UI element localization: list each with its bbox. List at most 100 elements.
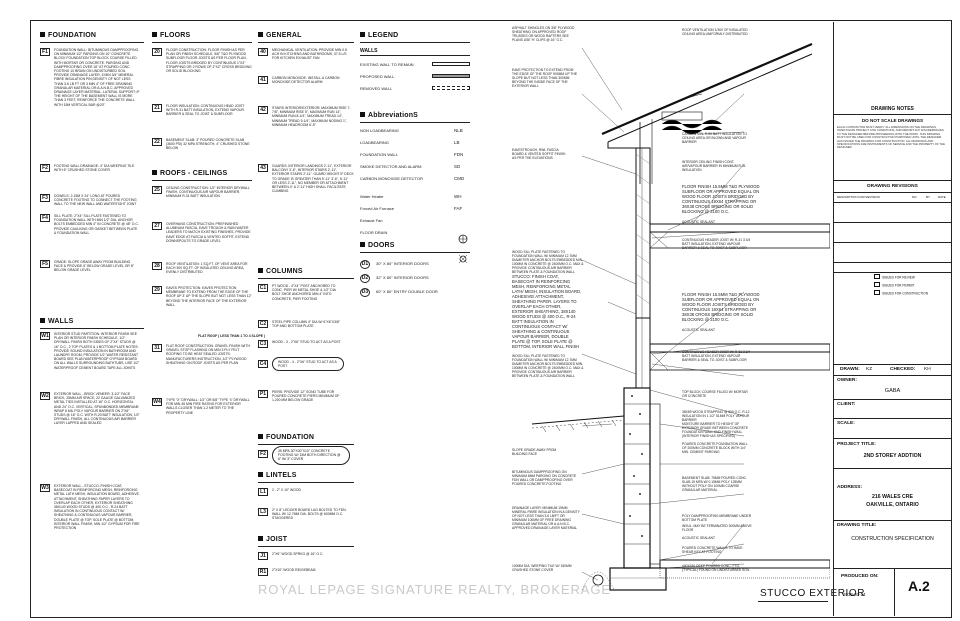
- lintel-tag: L3: [258, 508, 268, 516]
- joist-tag: J1: [258, 552, 268, 560]
- spec-tag: W1: [40, 332, 50, 340]
- section-underline: [152, 180, 252, 181]
- address-line-1: 216 WALES CRE: [872, 494, 913, 500]
- foundation-text: 35 mpa 30"X30"X10" CONCRETE FOOTING W/ 1…: [272, 446, 350, 465]
- column-text: WOOD - 4 - 2"X6" STUD TO ACT AS A POST: [272, 357, 344, 372]
- abbreviation-key: Exhaust Fan: [360, 218, 383, 223]
- callout-right: ACOUSTIC SEALANT: [682, 536, 715, 540]
- callout-right: 400X150 DEEP POURED CONC. FTG. (TYPICAL)…: [682, 564, 750, 572]
- spec-tag: W3: [40, 484, 50, 492]
- spec-tag: W4: [152, 398, 162, 406]
- tb-divider: [834, 202, 951, 203]
- legend-walls-underline: [360, 55, 470, 56]
- issued-for-permit-checkbox[interactable]: ISSUED FOR PERMIT: [874, 282, 914, 288]
- door-tag: D3: [360, 288, 370, 297]
- footing: [581, 567, 667, 591]
- tb-divider: [834, 242, 951, 243]
- callout-right: FLOOR FINISH 15.5mm T&G PLYWOOD SUBFLOOR…: [682, 292, 760, 322]
- column-tag: C2: [258, 320, 268, 328]
- abbreviation-key: CARBON MONOXIDE DETECTOR: [360, 176, 424, 181]
- joist-tag: R1: [258, 568, 268, 576]
- section-general: GENERAL: [258, 32, 302, 39]
- section-columns: COLUMNS: [258, 268, 303, 275]
- spec-text: STAIRS INTERIOR/EXTERIOR: MAXIMUM RISE 7…: [272, 106, 351, 127]
- tb-divider: [834, 272, 951, 273]
- column-tag: C3: [258, 340, 268, 348]
- section-underline: [258, 42, 354, 43]
- column-text: PIERS: PROVIDE 12" SONO TUBE FOR POURED …: [272, 390, 340, 403]
- spec-text: GRADE: SLOPE GRADE AWAY FROM BUILDING FA…: [54, 260, 134, 273]
- lintel-text: 2 - 2" x 10" WOOD: [272, 488, 301, 492]
- spec-tag: 20: [152, 48, 162, 56]
- callout-right: BASEMENT SLAB: 75mm POURED CONC. SLAB 15…: [682, 476, 747, 492]
- column-tag: C4: [258, 360, 268, 368]
- section-underline: [40, 328, 144, 329]
- drawing-notes-text: EACH CONTRACTOR MUST VERIFY ALL DIMENSIO…: [837, 125, 946, 150]
- spec-tag: 22: [152, 138, 162, 146]
- title-block: DRAWING NOTES DO NOT SCALE DRAWINGS EACH…: [833, 22, 951, 616]
- owner-label: OWNER:: [837, 378, 857, 383]
- revision-header-cell: DATE: [938, 195, 946, 199]
- door-text: 30" X 80" INTERIOR DOORS: [376, 261, 429, 266]
- abbreviation-key: Forced Air Furnace: [360, 206, 395, 211]
- drawing-title-value: CONSTRUCTION SPECIFICATION: [851, 536, 934, 542]
- leader-lines: [581, 47, 745, 581]
- wall-section-drawing: ASPHALT SHINGLES ON 3/8" PLYWOOD SHEATHI…: [512, 24, 830, 614]
- section-underline: [360, 122, 470, 123]
- abbreviation-value: WH: [454, 194, 462, 199]
- section-abbreviations: AbbreviationS: [360, 112, 418, 119]
- column-tag: P1: [258, 390, 268, 398]
- callout-right: 38X89 WOOD STRAPPING @ 600 O.C. R-12 INS…: [682, 410, 750, 422]
- section-underline: [360, 252, 470, 253]
- address-line-2: OAKVILLE, ONTARIO: [866, 502, 919, 508]
- basement-slab: [659, 559, 830, 579]
- section-foundation: FOUNDATION: [40, 32, 96, 39]
- section-doors: DOORS: [360, 242, 395, 249]
- lintel-tag: L1: [258, 488, 268, 496]
- tb-divider: [834, 222, 951, 223]
- floor-drain-icon: [458, 254, 468, 264]
- callout-left: ASPHALT SHINGLES ON 3/8" PLYWOOD SHEATHI…: [512, 26, 575, 42]
- callout-right: CARBON MIN. R-50 BATT INSULATION TO CEIL…: [682, 132, 747, 144]
- revision-header-cell: DESCRIPTION FOR REVISION: [837, 195, 880, 199]
- callout-right: FLOOR FINISH 15.5mm T&G PLYWOOD SUBFLOOR…: [682, 184, 760, 214]
- door-tag: D1: [360, 260, 370, 269]
- abbreviation-value: NLB: [454, 128, 463, 133]
- spec-text: CEILING CONSTRUCTION: 1/2" INTERIOR DRYW…: [166, 186, 250, 199]
- do-not-scale: DO NOT SCALE DRAWINGS: [861, 118, 924, 123]
- column-tag: C1: [258, 284, 268, 292]
- section-roofs-ceilings: ROOFS - CEILINGS: [152, 170, 227, 177]
- tb-divider: [834, 468, 951, 469]
- legend-label: REMOVED WALL: [360, 86, 393, 91]
- section-underline: [360, 42, 470, 43]
- lintel-text: 2" x 8" LEDGER BOARD LAG BOLTED TO FDN. …: [272, 508, 347, 521]
- spec-text: DOWELS: 2-15M x 24" LONG AT POURED CONCR…: [54, 194, 137, 207]
- abbreviation-key: FOUNDATION WALL: [360, 152, 399, 157]
- abbreviation-key: Water Heater: [360, 194, 384, 199]
- abbreviation-value: LB: [454, 140, 460, 145]
- issued-for-construction-checkbox[interactable]: ISSUED FOR CONSTRUCTION: [874, 290, 928, 296]
- legend-label: EXISTING WALL TO REMAIN: [360, 62, 414, 67]
- spec-tag: 43: [258, 164, 268, 172]
- legend-swatch: [432, 86, 470, 90]
- callout-left: STUCCO: FINISH COAT, BASECOAT IN REINFOR…: [512, 274, 582, 349]
- drawing-revisions-title: DRAWING REVISIONS: [867, 184, 918, 189]
- abbreviation-value: CMD: [454, 176, 465, 181]
- section-underline: [40, 42, 144, 43]
- callout-left: SLOPE GRADE AWAY FROM BUILDING FACE: [512, 448, 557, 456]
- column-text: WOOD - 3 - 2"X6" STUD TO ACT AS A POST: [272, 340, 341, 344]
- section-underline: [258, 278, 354, 279]
- upper-floor: [649, 223, 830, 249]
- spec-tag: F4: [40, 214, 50, 222]
- spec-text: FLOOR CONSTRUCTION: FLOOR FINISH AS PER …: [166, 48, 252, 74]
- column-text: STEEL PIPE COLUMN 4" DIA W/ 6"X6"X3/8" T…: [272, 320, 341, 329]
- spec-text: FLAT ROOF CONSTRUCTION: GRAVEL FINISH WI…: [166, 344, 250, 365]
- spec-tag: F1: [40, 48, 50, 56]
- foundation-tag: F2: [258, 450, 268, 458]
- revision-header-cell: NO.: [912, 195, 918, 199]
- issued-for-review-checkbox[interactable]: ISSUED FOR REVIEW: [874, 274, 915, 280]
- abbreviation-key: FLOOR DRAIN: [360, 230, 388, 235]
- drawing-notes-title: DRAWING NOTES: [871, 106, 914, 112]
